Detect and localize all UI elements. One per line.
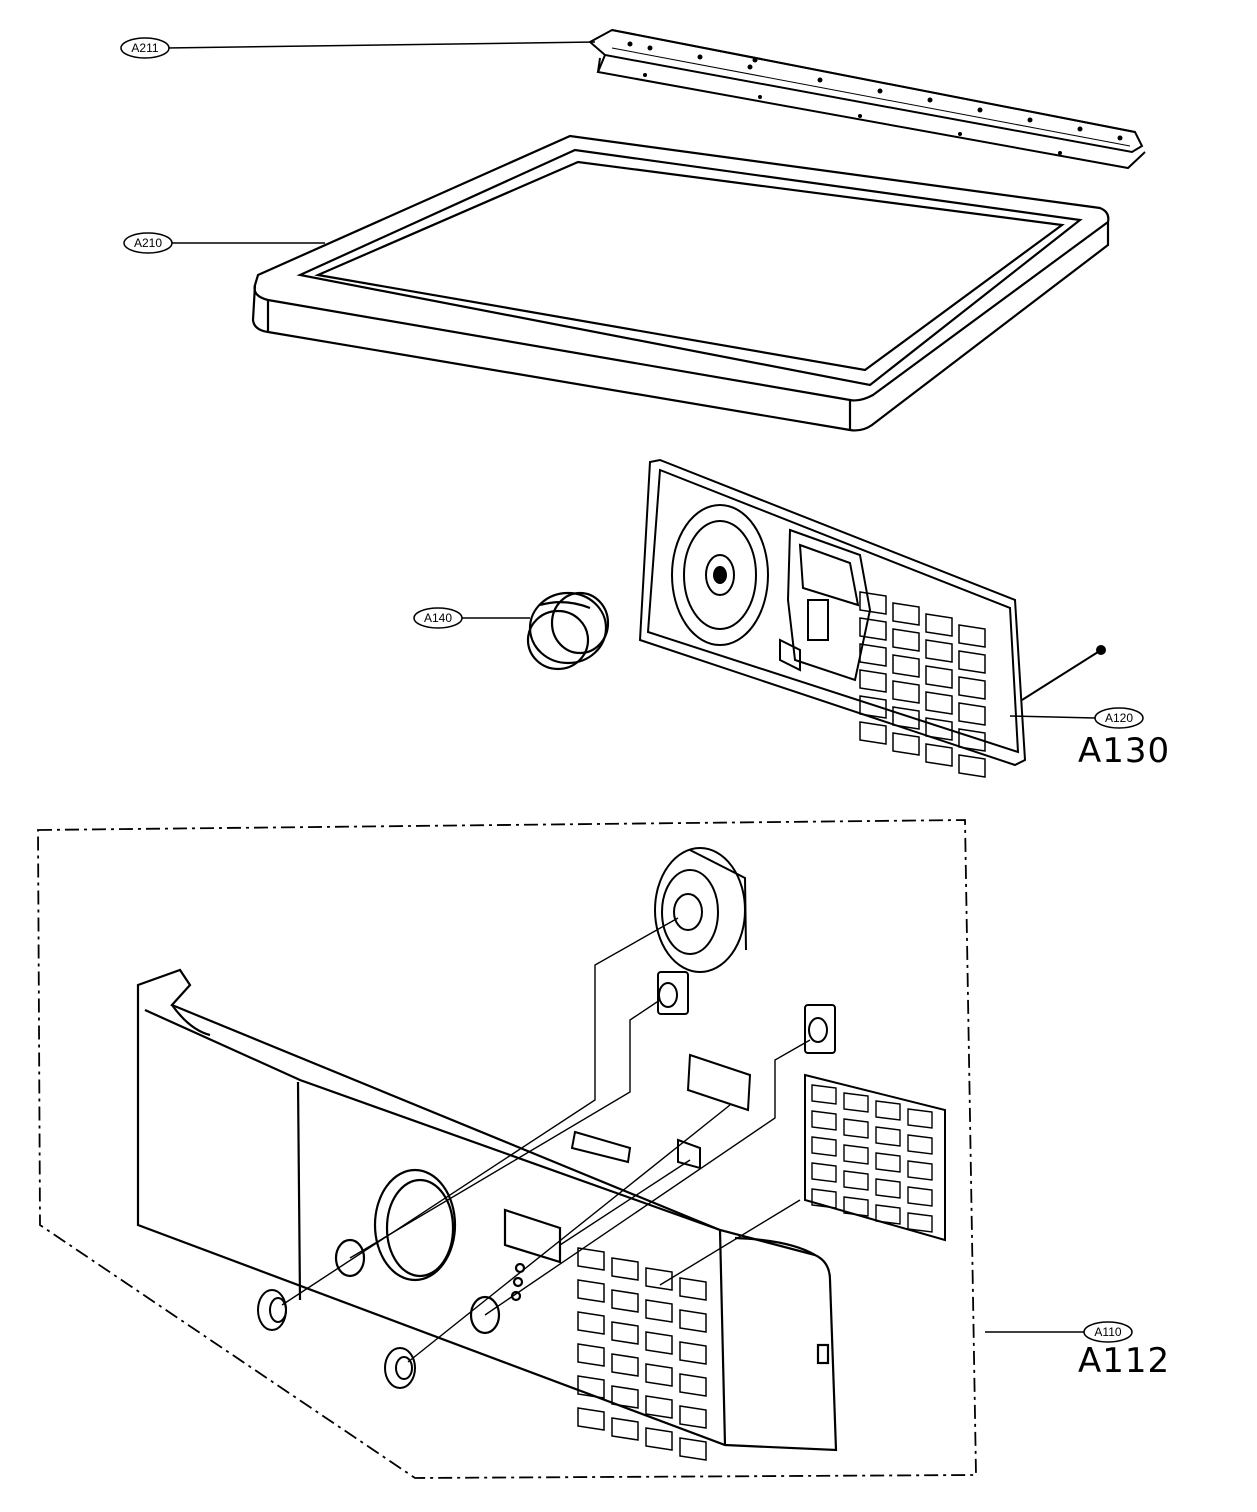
front-panel-key — [645, 1331, 673, 1355]
keypad-part-keys — [811, 1084, 933, 1233]
front-panel-key — [611, 1321, 639, 1345]
control-panel-key — [958, 676, 986, 700]
callout-a110: A110 — [1083, 1321, 1133, 1343]
keypad-part-key — [875, 1152, 901, 1173]
callout-a140: A140 — [413, 607, 463, 629]
front-panel-key — [611, 1353, 639, 1377]
control-panel-key — [892, 654, 920, 678]
callout-a211: A211 — [120, 37, 170, 59]
front-panel-key — [645, 1363, 673, 1387]
keypad-part-key — [907, 1108, 933, 1129]
front-panel-key — [679, 1277, 707, 1301]
svg-text:A140: A140 — [424, 611, 452, 625]
small-button-parts — [570, 971, 836, 1170]
front-panel-key — [577, 1247, 605, 1271]
control-panel-key — [892, 732, 920, 756]
control-panel-key — [892, 602, 920, 626]
control-panel-keypad-grid — [859, 591, 986, 778]
svg-text:A110: A110 — [1094, 1325, 1121, 1339]
keypad-part-key — [843, 1092, 869, 1113]
front-panel-key — [645, 1427, 673, 1451]
front-panel-key — [679, 1373, 707, 1397]
control-panel-key — [892, 628, 920, 652]
front-panel-key — [679, 1437, 707, 1461]
keypad-part-key — [811, 1136, 837, 1157]
control-panel-key — [892, 706, 920, 730]
control-panel-key — [958, 728, 986, 752]
control-panel-key — [925, 717, 953, 741]
keypad-part-key — [811, 1084, 837, 1105]
callout-a210: A210 — [123, 232, 173, 254]
front-panel-key — [577, 1407, 605, 1431]
control-panel-key — [958, 754, 986, 778]
front-panel-key — [645, 1267, 673, 1291]
front-panel-key — [645, 1299, 673, 1323]
keypad-part-key — [907, 1212, 933, 1233]
dial-part — [654, 847, 747, 973]
front-panel-key — [679, 1309, 707, 1333]
front-panel-key — [611, 1417, 639, 1441]
keypad-part-key — [811, 1110, 837, 1131]
keypad-part-key — [811, 1188, 837, 1209]
control-panel-key — [925, 613, 953, 637]
top-lid-frame-part — [251, 134, 1110, 432]
keypad-part-key — [811, 1162, 837, 1183]
control-panel-key — [859, 617, 887, 641]
keypad-part-key — [907, 1186, 933, 1207]
front-panel-key — [577, 1343, 605, 1367]
control-panel-key — [925, 691, 953, 715]
keypad-part-key — [875, 1126, 901, 1147]
svg-text:A211: A211 — [131, 41, 158, 55]
control-panel-frame-part — [638, 458, 1027, 767]
keypad-part — [804, 1073, 946, 1242]
keypad-part-key — [843, 1144, 869, 1165]
keypad-part-key — [875, 1204, 901, 1225]
control-panel-key — [859, 721, 887, 745]
front-panel-part — [136, 968, 838, 1452]
control-panel-key — [958, 650, 986, 674]
keypad-part-key — [907, 1160, 933, 1181]
assembly-guide-lines — [281, 917, 811, 1363]
control-panel-key — [892, 680, 920, 704]
control-panel-key — [925, 743, 953, 767]
svg-text:A120: A120 — [1105, 711, 1133, 725]
control-panel-key — [925, 665, 953, 689]
keypad-part-key — [843, 1196, 869, 1217]
front-panel-key — [679, 1405, 707, 1429]
control-panel-key — [958, 702, 986, 726]
keypad-part-key — [875, 1178, 901, 1199]
control-panel-key — [958, 624, 986, 648]
keypad-part-key — [843, 1118, 869, 1139]
control-panel-key — [859, 643, 887, 667]
callout-a120: A120 — [1094, 707, 1144, 729]
front-panel-key — [679, 1341, 707, 1365]
keypad-part-key — [843, 1170, 869, 1191]
front-panel-key — [577, 1279, 605, 1303]
handwritten-label-a130: A130 — [1078, 731, 1170, 771]
front-panel-key — [645, 1395, 673, 1419]
leader-lines — [165, 41, 1096, 1333]
front-panel-key — [577, 1375, 605, 1399]
top-bracket-holes — [627, 41, 1123, 155]
front-panel-key — [611, 1257, 639, 1281]
svg-text:A210: A210 — [134, 236, 162, 250]
front-panel-key — [611, 1385, 639, 1409]
control-panel-key — [925, 639, 953, 663]
keypad-part-key — [907, 1134, 933, 1155]
keypad-part-key — [875, 1100, 901, 1121]
small-knob-parts — [257, 1289, 416, 1389]
control-panel-key — [859, 695, 887, 719]
control-panel-key — [859, 669, 887, 693]
front-panel-key — [577, 1311, 605, 1335]
knob-part — [526, 591, 610, 671]
top-bracket-part — [588, 28, 1146, 170]
front-panel-key — [611, 1289, 639, 1313]
handwritten-label-a112: A112 — [1078, 1341, 1170, 1381]
control-panel-key — [859, 591, 887, 615]
screw-part — [1021, 645, 1106, 701]
front-panel-keypad — [577, 1247, 707, 1461]
